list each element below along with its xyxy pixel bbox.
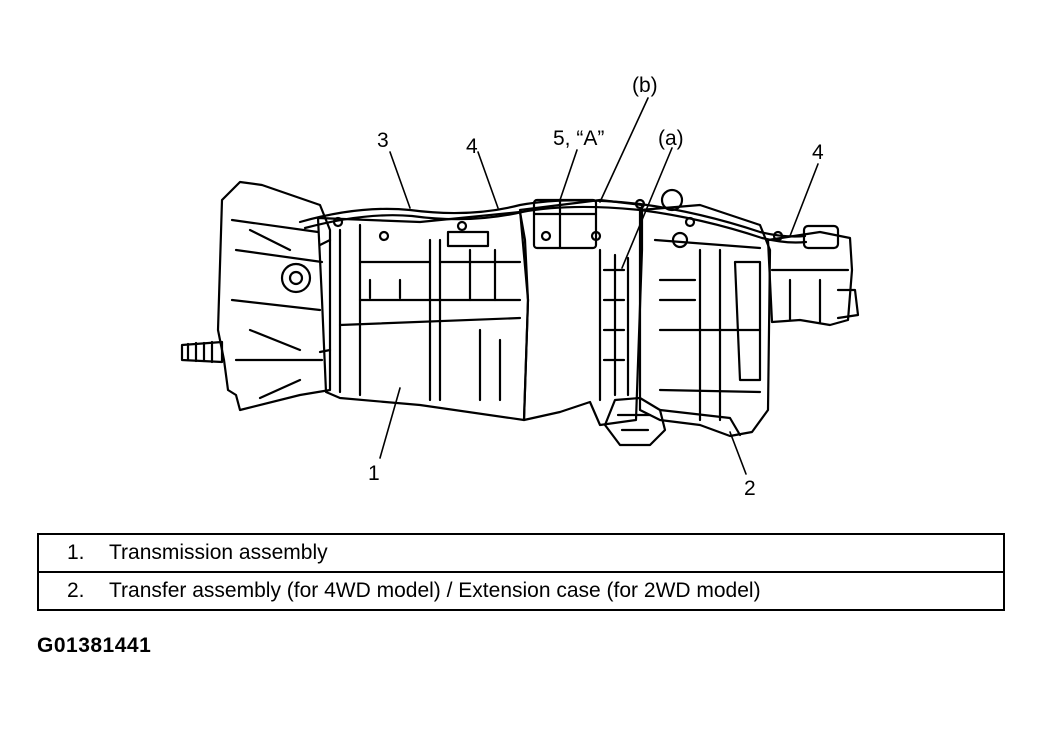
leader-lines xyxy=(379,97,819,475)
legend-text: Transmission assembly xyxy=(109,541,328,564)
legend-row: 2. Transfer assembly (for 4WD model) / Ex… xyxy=(37,571,1005,611)
callout-5-a: 5, “A” xyxy=(553,127,604,150)
callout-1: 1 xyxy=(368,462,380,485)
transmission-diagram: 3 4 5, “A” (b) (a) 4 1 2 xyxy=(180,74,860,500)
adapter-housing xyxy=(518,198,644,427)
legend-text: Transfer assembly (for 4WD model) / Exte… xyxy=(109,579,761,602)
callout-2: 2 xyxy=(744,477,756,500)
rear-actuator xyxy=(766,224,860,327)
legend-table: 1. Transmission assembly 2. Transfer assem… xyxy=(37,533,1005,611)
transfer-case xyxy=(638,188,772,438)
figure-code: G01381441 xyxy=(37,634,152,657)
legend-number: 2. xyxy=(67,579,85,602)
input-shaft xyxy=(180,340,224,364)
callout-4-left: 4 xyxy=(466,135,478,158)
transfer-bottom-bracket xyxy=(603,396,742,447)
transmission-case xyxy=(316,210,530,422)
legend-row: 1. Transmission assembly xyxy=(37,533,1005,573)
callout-4-right: 4 xyxy=(812,141,824,164)
callout-3: 3 xyxy=(377,129,389,152)
legend-number: 1. xyxy=(67,541,85,564)
wire-harness xyxy=(298,198,808,244)
callout-b: (b) xyxy=(632,74,658,97)
callout-a: (a) xyxy=(658,127,684,150)
bell-housing xyxy=(216,180,332,412)
